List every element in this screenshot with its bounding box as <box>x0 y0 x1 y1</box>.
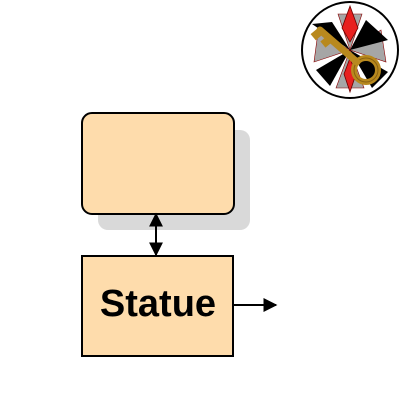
compass-star-icon <box>301 1 399 99</box>
node-top[interactable] <box>81 112 235 215</box>
node-statue-label: Statue <box>100 283 216 325</box>
node-statue[interactable]: Statue <box>81 255 234 357</box>
key-icon <box>310 26 381 85</box>
